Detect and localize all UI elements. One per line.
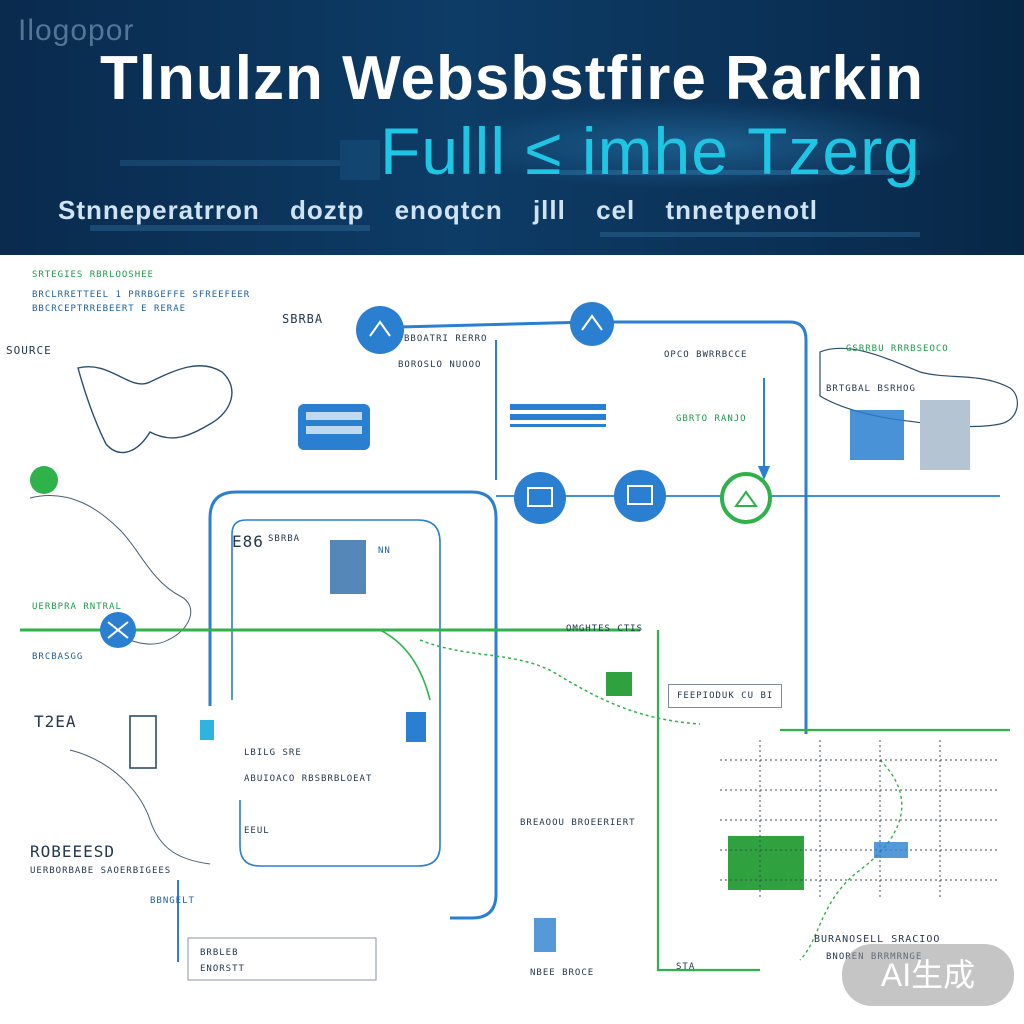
network-diagram [20, 302, 1018, 981]
tagline-word: Stnneperatrron [58, 195, 260, 225]
tagline-word: tnnetpenotl [665, 195, 818, 225]
label-sta: STA [676, 962, 696, 972]
label-nn: NN [378, 546, 391, 556]
stripe-panel [510, 414, 606, 420]
tower-block-icon [330, 540, 366, 594]
label-abuioaco: ABUIOACO RBSBRBLOEAT [244, 774, 373, 784]
legend-line: BRCLRRETTEEL 1 PRRBGEFFE SFREEFEER [32, 290, 251, 300]
chart-card-icon [850, 410, 904, 460]
label-lbilg: LBILG SRE [244, 748, 302, 758]
map-outline-left [77, 365, 233, 454]
node-glyph [734, 490, 758, 507]
label-source: SOURCE [6, 344, 52, 357]
label-omghtes: OMGHTES CTIS [566, 624, 644, 634]
label-buranosell: BURANOSELL SRACIOO [814, 934, 941, 945]
green-curve-left [379, 629, 431, 701]
server-block-inner [306, 426, 362, 434]
blue-pill [874, 842, 908, 858]
label-boroslo: BOROSLO NUOOO [398, 360, 482, 370]
banner-glow [444, 100, 964, 190]
label-enorstt: ENORSTT [200, 964, 245, 974]
label-sbrba: SBRBA [282, 312, 324, 326]
label-brtgbal: BRTGBAL BSRHOG [826, 384, 916, 394]
cabinet-icon [129, 715, 157, 769]
node-circle-top-left [356, 306, 404, 354]
tagline-word: jlll [532, 195, 566, 225]
map-grid-right [720, 740, 1000, 900]
green-dashed-route-2 [799, 759, 903, 961]
green-block-small [606, 672, 632, 696]
node-circle-mid-2 [614, 470, 666, 522]
label-eeul: EEUL [244, 826, 270, 836]
blue-inner-loop [231, 519, 441, 867]
blue-arrow-head [758, 466, 770, 480]
node-glyph [627, 485, 653, 505]
label-brbleb: BRBLEB [200, 948, 239, 958]
label-uerbpra: UERBPRA RNTRAL [32, 602, 122, 612]
label-t2ea: T2EA [34, 712, 77, 731]
node-circle-top-mid [570, 302, 614, 346]
node-glyph [107, 621, 129, 639]
label-bbngelt: BBNGELT [150, 896, 195, 906]
phone-icon [534, 918, 556, 952]
blue-top-route [359, 320, 808, 734]
label-sbrba-2: SBRBA [268, 534, 301, 544]
node-circle-green-left [30, 466, 58, 494]
legend-line: BBCRCEPTRREBEERT E RERAE [32, 304, 187, 314]
label-opco: OPCO BWRRBCCE [664, 350, 748, 360]
label-brcbasgg: BRCBASGG [32, 652, 84, 662]
label-bboatri: BBOATRI RERRO [404, 334, 488, 344]
bottom-table-box [187, 937, 377, 981]
device-icon-small [200, 720, 214, 740]
label-breaoou: BREAOOU BROEERIERT [520, 818, 636, 828]
corner-text: Ilogopor [18, 14, 135, 47]
label-robeeesd: ROBEEESD [30, 842, 116, 861]
node-glyph [369, 320, 391, 337]
node-glyph [527, 487, 553, 507]
map-outline-bottom-left [69, 749, 211, 865]
green-dashed-route [419, 639, 701, 725]
label-gsrrbu: GSRRBU RRRBSEOCO [846, 344, 949, 354]
label-gbrto: GBRTO RANJO [676, 414, 747, 424]
green-block-large [728, 836, 804, 890]
green-right-loop [656, 630, 760, 972]
node-circle-mid-1 [514, 472, 566, 524]
building-block [920, 400, 970, 470]
blue-loop-left [208, 490, 498, 920]
server-block-inner [306, 412, 362, 420]
page-title: Tlnulzn Websbstfire Rarkin [99, 44, 925, 113]
node-circle-green [720, 472, 772, 524]
label-feepioduk: FEEPIODUK CU BI [668, 684, 783, 708]
map-outline-river [29, 495, 192, 645]
label-e86: E86 [232, 532, 264, 551]
device-icon [406, 712, 426, 742]
page-subtitle: Fulll ≤ imhe Tzerg [380, 114, 921, 188]
label-nbee: NBEE BROCE [530, 968, 595, 978]
banner-light-streaks [90, 140, 920, 237]
stripe-panel [510, 424, 606, 427]
tagline-word: cel [596, 195, 636, 225]
tagline-word: doztp [290, 195, 365, 225]
tagline-word: enoqtcn [394, 195, 503, 225]
node-glyph [581, 314, 603, 331]
label-uer: UERBORBABE SAOERBIGEES [30, 866, 172, 876]
stripe-panel [510, 404, 606, 410]
ai-generated-badge: AI生成 [842, 944, 1014, 1006]
legend-line: SRTEGIES RBRLOOSHEE [32, 270, 154, 280]
header-banner: Ilogopor Tlnulzn Websbstfire Rarkin Full… [0, 0, 1024, 255]
tagline: Stnneperatrron doztp enoqtcn jlll cel tn… [58, 197, 840, 223]
